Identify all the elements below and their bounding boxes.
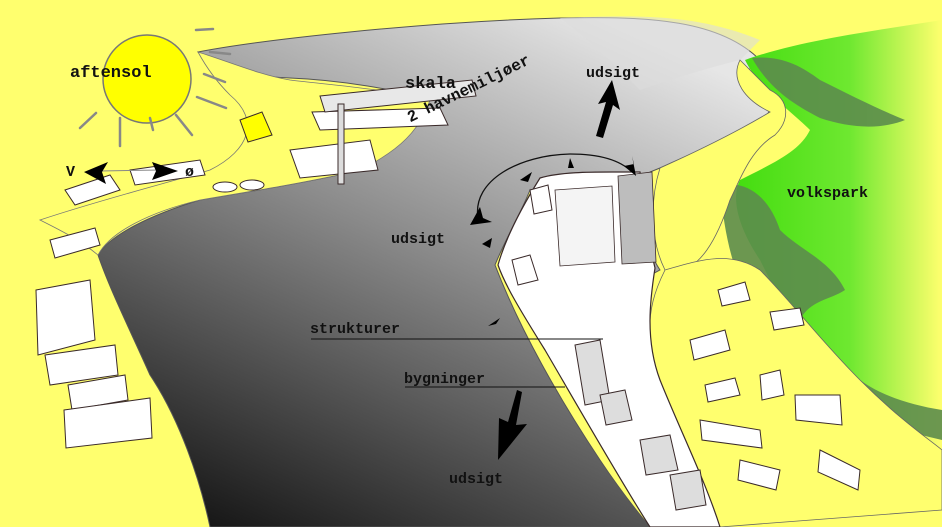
udsigt-arrow-down-icon — [498, 390, 527, 460]
label-bygninger: bygninger — [404, 371, 486, 388]
compass-east-label: ø — [185, 164, 195, 181]
compass-west-label: V — [66, 164, 76, 181]
east-town-buildings — [689, 281, 861, 491]
label-udsigt-west: udsigt — [391, 231, 446, 248]
compass-arrow-icon — [84, 162, 178, 184]
arc-arrowheads-icon — [470, 156, 636, 326]
label-udsigt-south: udsigt — [449, 471, 504, 488]
park-forest-lower — [720, 184, 942, 440]
sun-icon — [102, 34, 192, 124]
water-north — [560, 16, 760, 90]
label-aftensol: aftensol — [70, 64, 152, 83]
label-udsigt-north: udsigt — [586, 65, 641, 82]
pier-basin — [554, 185, 616, 267]
volkspark-area — [736, 20, 942, 460]
udsigt-arrow-up-icon — [596, 80, 620, 138]
park-forest-upper — [752, 57, 905, 127]
west-warehouses — [35, 159, 206, 449]
label-skala: skala — [405, 75, 457, 94]
havnemiljoer-arc-icon — [476, 153, 633, 219]
sun-rays-icon — [78, 27, 232, 148]
label-strukturer: strukturer — [310, 321, 401, 338]
industrial-buildings-nw — [212, 79, 477, 193]
pier-slip — [617, 171, 657, 265]
pier-buildings — [511, 184, 707, 511]
label-volkspark: volkspark — [787, 185, 869, 202]
